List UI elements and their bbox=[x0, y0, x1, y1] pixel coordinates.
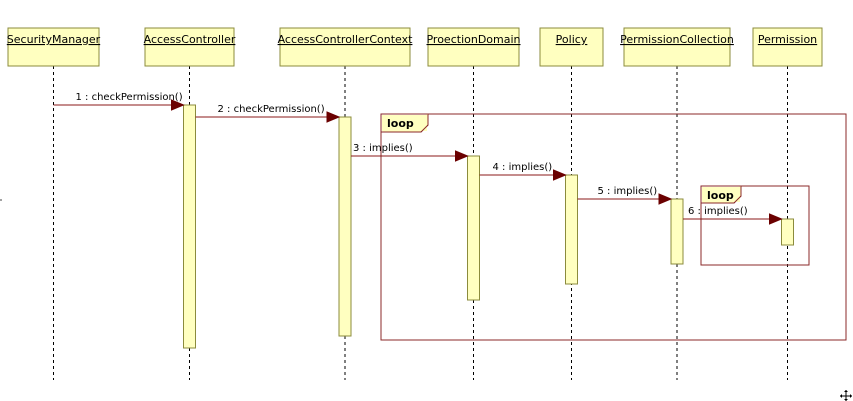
move-cross-icon[interactable] bbox=[840, 390, 852, 401]
lifeline-head-permission-collection[interactable]: PermissionCollection bbox=[620, 27, 734, 67]
lifeline-head-access-controller-context[interactable]: AccessControllerContext bbox=[278, 27, 414, 67]
message-label: 4 : implies() bbox=[493, 162, 553, 173]
activation-bar-access-controller-context bbox=[338, 116, 352, 337]
activation-bar-permission bbox=[781, 218, 794, 246]
message-arrow: 6 : implies() bbox=[683, 206, 783, 225]
activation-bar-policy bbox=[565, 174, 578, 285]
lifeline-head-policy[interactable]: Policy bbox=[539, 27, 604, 67]
message-arrow: 1 : checkPermission() bbox=[53, 92, 185, 111]
lifeline-head-permission[interactable]: Permission bbox=[752, 27, 823, 67]
lifeline-label: AccessController bbox=[144, 33, 236, 46]
lifeline-label: PermissionCollection bbox=[620, 33, 734, 46]
message-arrow: 2 : checkPermission() bbox=[195, 104, 341, 123]
lifeline-head-security-manager[interactable]: SecurityManager bbox=[7, 27, 101, 67]
lifeline-label: SecurityManager bbox=[7, 33, 101, 46]
message-label: 6 : implies() bbox=[688, 206, 748, 217]
message-label: 5 : implies() bbox=[598, 186, 658, 197]
message-label: 1 : checkPermission() bbox=[76, 92, 183, 103]
message-arrow: 3 : implies() bbox=[351, 143, 469, 162]
message-label: 3 : implies() bbox=[353, 143, 413, 154]
lifeline-label: AccessControllerContext bbox=[278, 33, 414, 46]
loop-label: loop bbox=[707, 189, 734, 202]
message-label: 2 : checkPermission() bbox=[218, 104, 325, 115]
loop-fragment: loop bbox=[700, 185, 810, 266]
activation-bar-access-controller bbox=[183, 104, 196, 349]
message-arrow: 5 : implies() bbox=[577, 186, 673, 205]
lifeline-label: Permission bbox=[758, 33, 817, 46]
activation-bar-permission-collection bbox=[670, 198, 684, 265]
lifeline-label: Policy bbox=[556, 33, 588, 46]
message-arrow: 4 : implies() bbox=[479, 162, 567, 181]
lifeline-head-access-controller[interactable]: AccessController bbox=[144, 27, 236, 67]
lifeline-head-proection-domain[interactable]: ProectionDomain bbox=[426, 27, 521, 67]
activation-bar-proection-domain bbox=[467, 155, 480, 301]
lifeline-label: ProectionDomain bbox=[426, 33, 520, 46]
loop-label: loop bbox=[387, 117, 414, 130]
loop-fragment: loop bbox=[380, 113, 847, 341]
